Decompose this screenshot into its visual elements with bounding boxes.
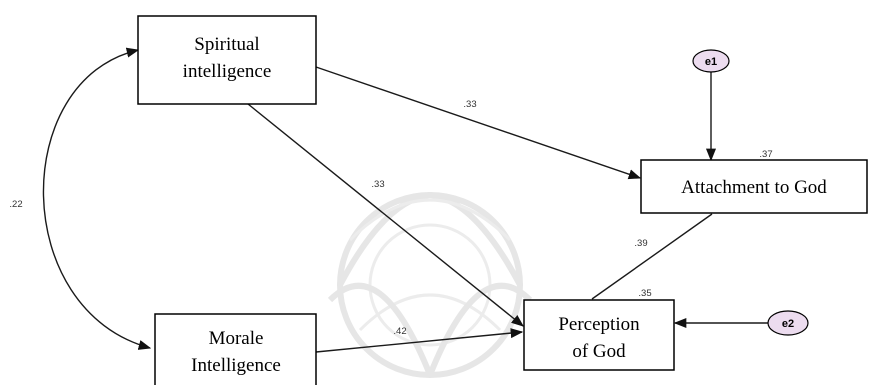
node-perception-of-god[interactable]: Perception of God [523,299,675,371]
node-attachment-label: Attachment to God [681,177,827,198]
node-morale-line2: Intelligence [191,355,281,376]
path-morale-perception [315,328,524,353]
coef-attachment-perception: .39 [634,238,647,249]
node-morale-intelligence[interactable]: Morale Intelligence [154,313,317,385]
r2-perception: .35 [638,288,651,299]
coef-morale-perception: .42 [393,326,406,337]
error-e1-label: e1 [705,56,717,68]
error-node-e2[interactable]: e2 [767,310,809,336]
covariance-arrow [42,47,152,350]
node-perception-line1: Perception [558,314,640,335]
path-spiritual-perception [247,103,524,327]
path-attachment-perception [591,213,713,300]
node-morale-line1: Morale [209,328,264,349]
r2-attachment: .37 [759,149,772,160]
node-spiritual-line2: intelligence [183,61,272,82]
node-spiritual-line1: Spiritual [194,34,259,55]
error-e2-label: e2 [782,318,794,330]
watermark-ornament [327,191,533,378]
coef-covariance: .22 [9,199,22,210]
coef-spiritual-perception: .33 [371,179,384,190]
node-perception-line2: of God [572,341,626,362]
node-spiritual-intelligence[interactable]: Spiritual intelligence [137,15,317,105]
path-spiritual-attachment [315,66,642,180]
coef-spiritual-attachment: .33 [463,99,476,110]
error-node-e1[interactable]: e1 [692,49,730,73]
node-attachment-to-god[interactable]: Attachment to God [640,159,868,214]
